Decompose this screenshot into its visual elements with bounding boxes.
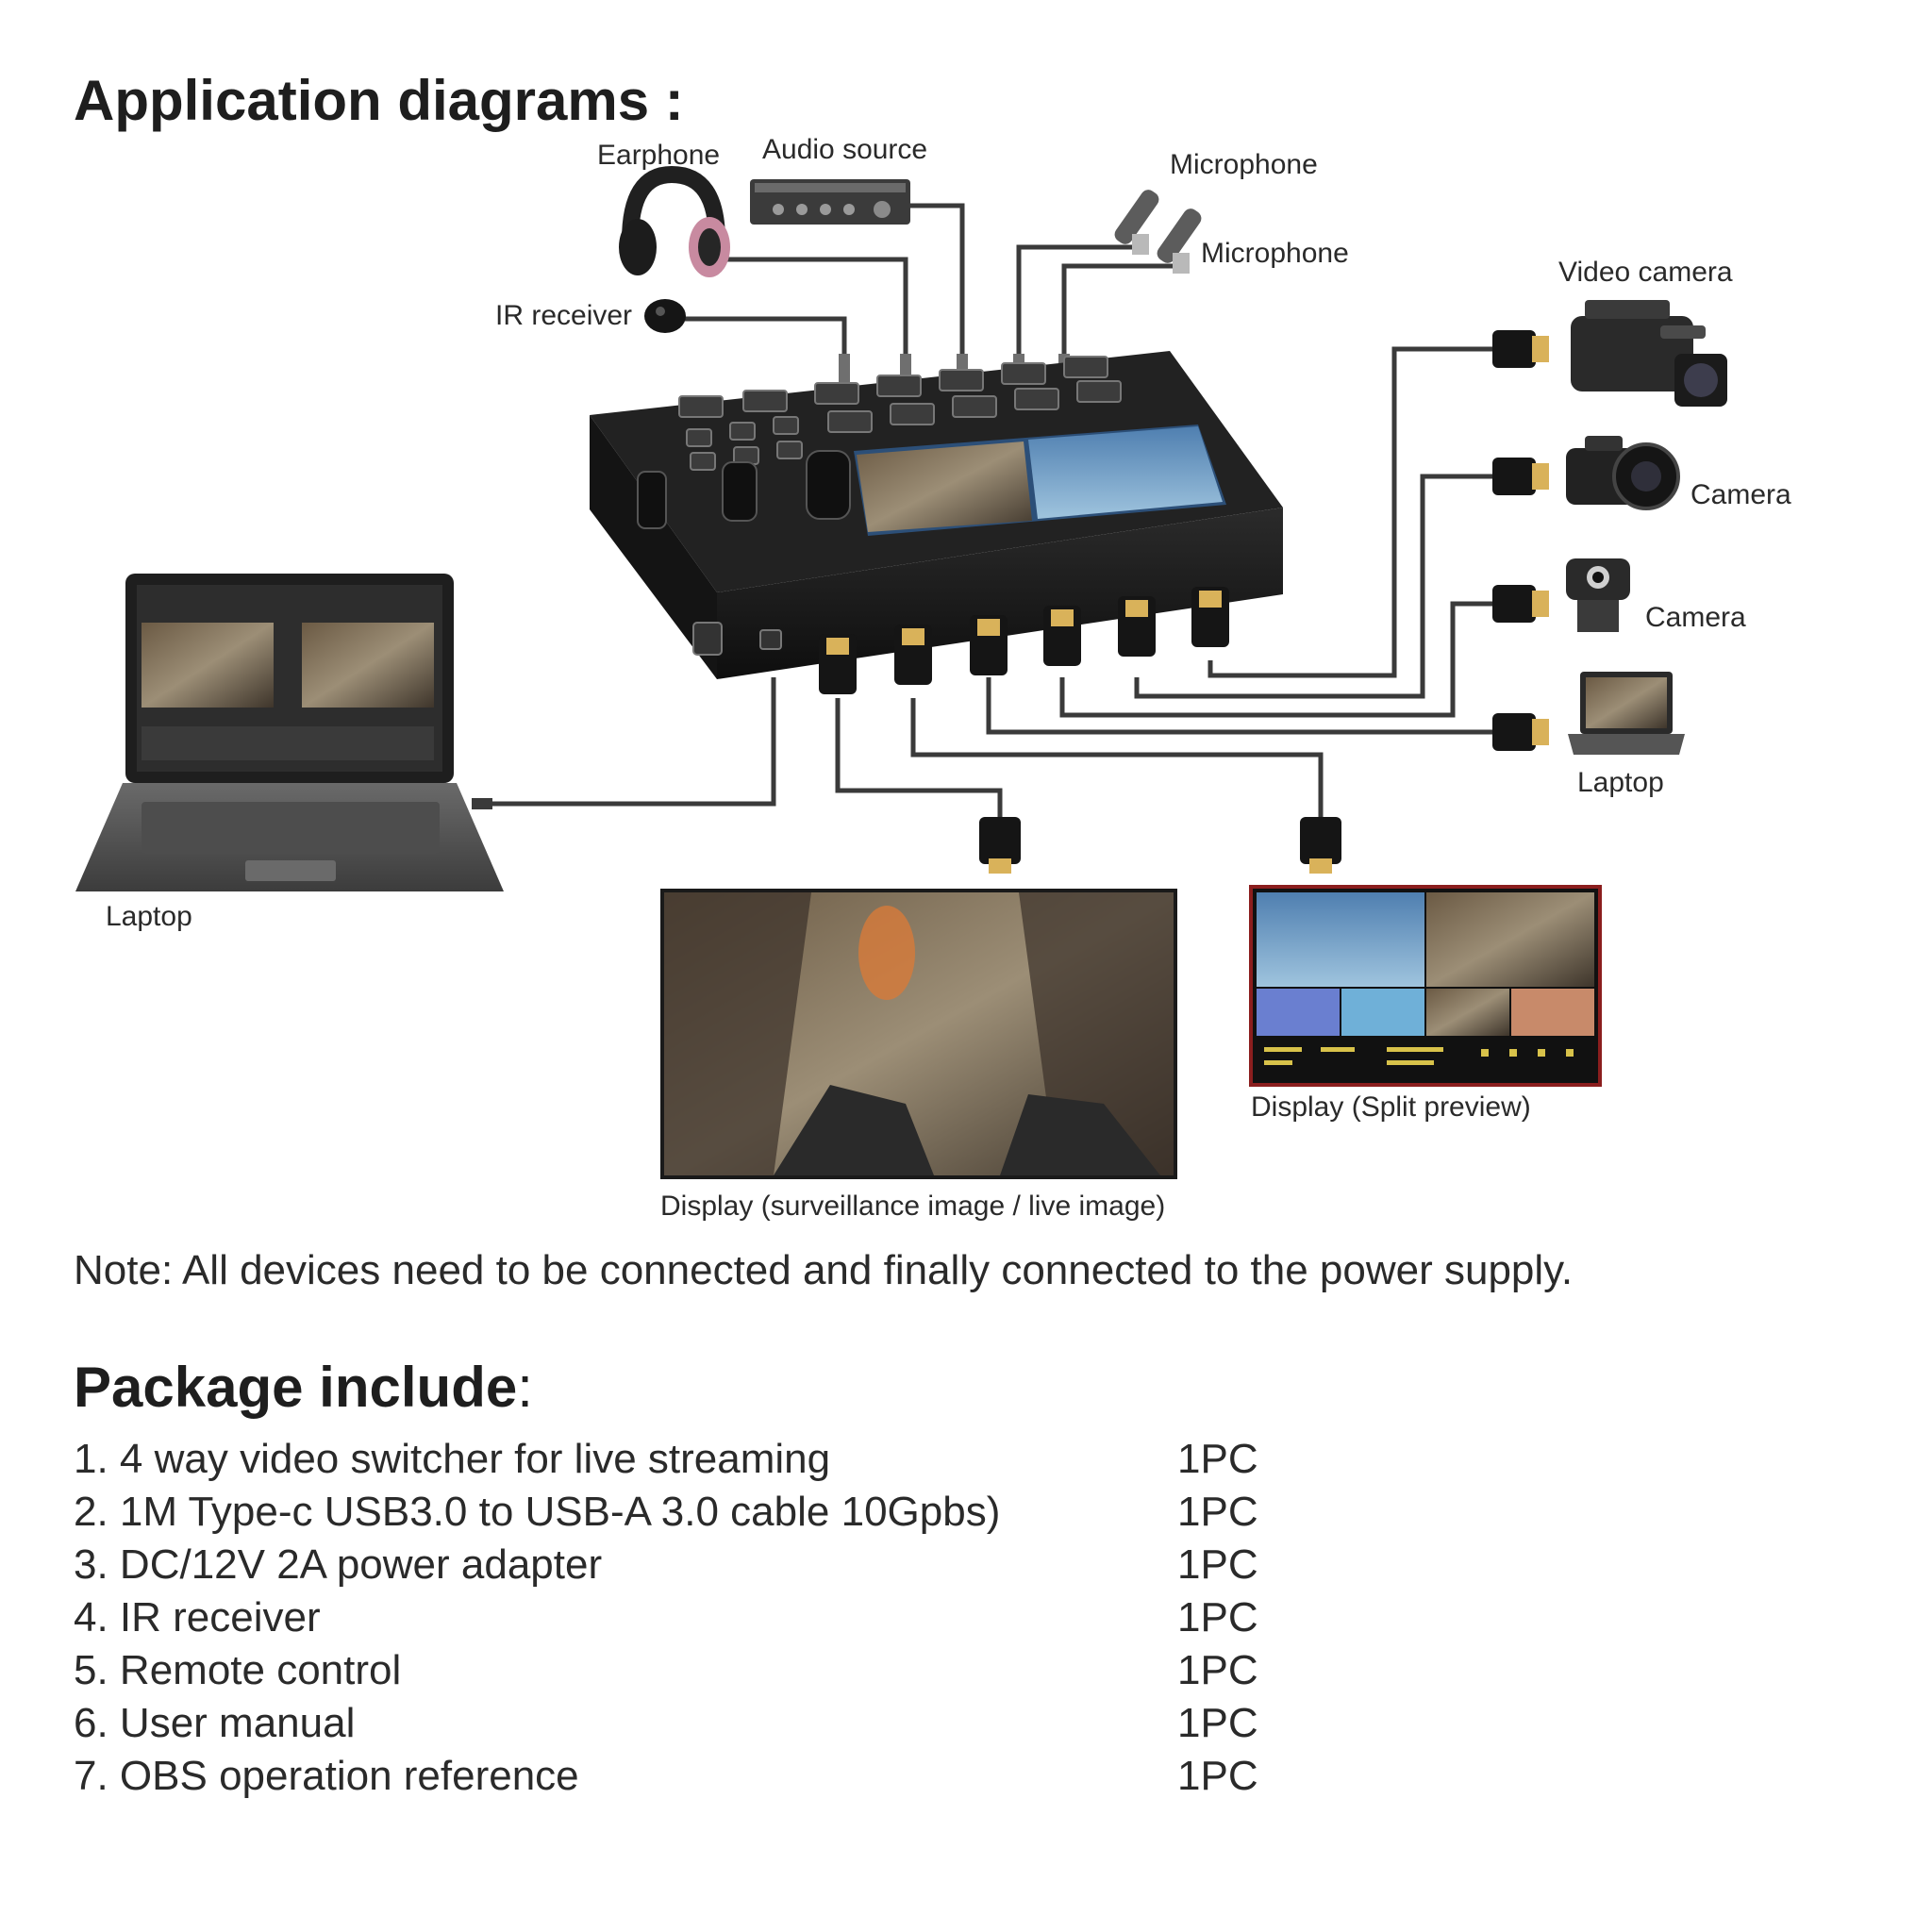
cables xyxy=(472,203,1492,830)
package-list: 1. 4 way video switcher for live streami… xyxy=(74,1436,1300,1806)
item-text: 4. IR receiver xyxy=(74,1594,321,1641)
item-qty: 1PC xyxy=(1177,1541,1258,1588)
item-qty: 1PC xyxy=(1177,1700,1258,1746)
package-include-title: Package include xyxy=(74,1356,518,1419)
list-item: 4. IR receiver 1PC xyxy=(74,1594,1300,1647)
camera-label-2: Camera xyxy=(1645,602,1746,633)
video-camera-label: Video camera xyxy=(1558,257,1733,288)
hdmi-in-webcam-cable xyxy=(1059,601,1492,718)
live-display xyxy=(660,889,1177,1179)
hdmi-in-video-camera-cable xyxy=(1208,346,1492,678)
item-qty: 1PC xyxy=(1177,1647,1258,1693)
display-live-label: Display (surveillance image / live image… xyxy=(660,1191,1166,1222)
list-item: 6. User manual 1PC xyxy=(74,1700,1300,1753)
microphone-label-2: Microphone xyxy=(1201,238,1349,269)
split-preview-display xyxy=(1249,885,1602,1087)
application-diagrams-heading: Application diagrams : xyxy=(74,69,684,132)
power-note: Note: All devices need to be connected a… xyxy=(74,1247,1574,1293)
usb-laptop-cable xyxy=(472,677,776,807)
list-item: 1. 4 way video switcher for live streami… xyxy=(74,1436,1300,1489)
laptop-icon xyxy=(1568,672,1685,755)
ir-receiver-label: IR receiver xyxy=(495,300,633,331)
camera-label-1: Camera xyxy=(1690,479,1791,510)
earphone-label: Earphone xyxy=(597,140,721,171)
list-item: 3. DC/12V 2A power adapter 1PC xyxy=(74,1541,1300,1594)
hdmi-plugs-device xyxy=(819,587,1229,694)
item-text: 1. 4 way video switcher for live streami… xyxy=(74,1436,831,1482)
list-item: 2. 1M Type-c USB3.0 to USB-A 3.0 cable 1… xyxy=(74,1489,1300,1541)
microphone-cable-1 xyxy=(1016,244,1137,363)
display-split-label: Display (Split preview) xyxy=(1251,1091,1531,1123)
hdmi-in-laptop-cable xyxy=(986,677,1492,735)
ir-receiver-cable xyxy=(684,316,847,363)
laptop-label-left: Laptop xyxy=(106,901,192,932)
knobs xyxy=(637,450,851,529)
video-camera-icon xyxy=(1571,300,1727,407)
item-qty: 1PC xyxy=(1177,1753,1258,1799)
ir-receiver-icon xyxy=(644,299,686,333)
camera-icon xyxy=(1566,436,1680,510)
hdmi-plugs-outputs xyxy=(979,817,1341,874)
connection-diagram xyxy=(75,165,1727,1179)
microphone-icon xyxy=(1114,190,1159,255)
microphone-icon xyxy=(1157,208,1202,274)
microphone-cable-2 xyxy=(1061,263,1177,363)
audio-source-icon xyxy=(750,179,910,225)
item-qty: 1PC xyxy=(1177,1594,1258,1641)
laptop-label-right: Laptop xyxy=(1577,767,1664,798)
item-qty: 1PC xyxy=(1177,1489,1258,1535)
hdmi-out-live-cable xyxy=(835,698,1003,830)
hdmi-out-split-cable xyxy=(910,698,1324,830)
earphone-cable xyxy=(717,257,908,363)
list-item: 7. OBS operation reference 1PC xyxy=(74,1753,1300,1806)
hdmi-in-camera-cable xyxy=(1134,474,1492,699)
hdmi-plugs-sources xyxy=(1492,330,1549,751)
package-include-heading: Package include: xyxy=(74,1356,533,1419)
item-text: 3. DC/12V 2A power adapter xyxy=(74,1541,603,1588)
item-text: 2. 1M Type-c USB3.0 to USB-A 3.0 cable 1… xyxy=(74,1489,1001,1535)
video-switcher-device xyxy=(590,351,1283,679)
item-text: 5. Remote control xyxy=(74,1647,402,1693)
item-qty: 1PC xyxy=(1177,1436,1258,1482)
earphone-icon xyxy=(619,165,730,277)
webcam-icon xyxy=(1566,558,1630,632)
item-text: 6. User manual xyxy=(74,1700,356,1746)
usb-plug xyxy=(472,798,492,809)
microphone-label-1: Microphone xyxy=(1170,149,1318,180)
audio-source-cable xyxy=(910,203,965,363)
item-text: 7. OBS operation reference xyxy=(74,1753,579,1799)
list-item: 5. Remote control 1PC xyxy=(74,1647,1300,1700)
audio-source-label: Audio source xyxy=(762,134,928,165)
laptop-icon xyxy=(75,574,504,891)
